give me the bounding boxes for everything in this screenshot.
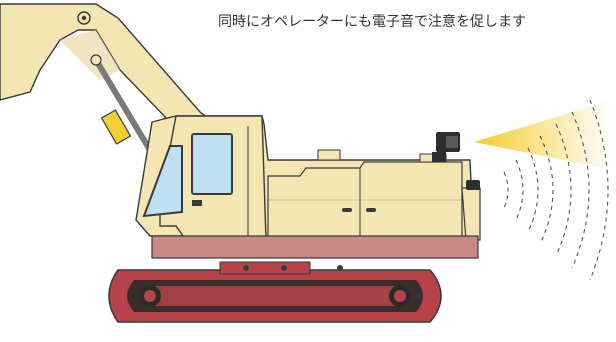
rear-sensor-device	[432, 132, 460, 162]
side-sensor-device	[466, 180, 480, 190]
undercarriage-base	[151, 235, 479, 259]
operator-cab	[142, 115, 267, 241]
caption-text: 同時にオペレーターにも電子音で注意を促します	[218, 14, 526, 30]
crawler-track	[108, 261, 442, 323]
detection-beam	[474, 100, 612, 170]
radar-arcs	[503, 99, 609, 281]
boom-arm	[0, 3, 210, 123]
